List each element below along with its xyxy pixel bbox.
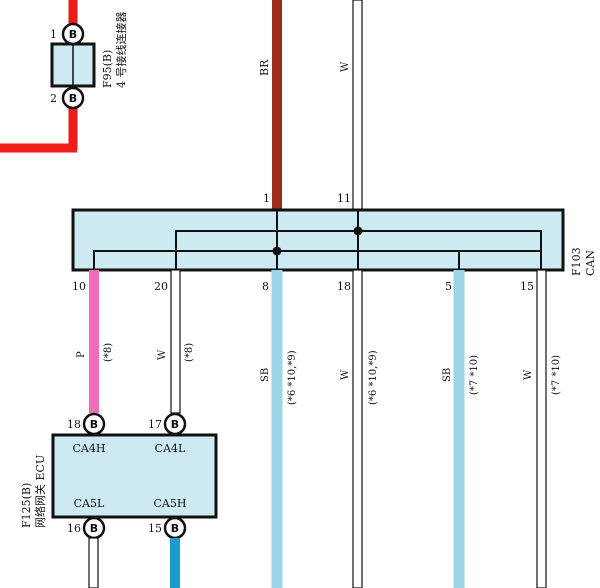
wire-sb5-note: (*7 *10) (469, 355, 480, 395)
f125-pin17-badge (163, 412, 187, 436)
f125-terminal-ca5l: CA5L (74, 497, 105, 510)
wire-w-18: W (*6 *10,*9) (340, 269, 379, 588)
f125-pin-15: 15 (148, 522, 162, 535)
f125-pin18-badge (82, 412, 106, 436)
wire-sb-8: SB (*6 *10,*9) (260, 270, 298, 588)
f125-pin16-badge-text: B (90, 522, 98, 535)
f103-pin-10: 10 (72, 280, 86, 293)
wire-w20-note: (*8) (184, 343, 195, 362)
f125-pin-18: 18 (67, 418, 81, 431)
f95-name-label: 4 号接线连接器 (114, 12, 128, 89)
f95-pin2-badge-text: B (69, 92, 77, 105)
f95-pin2-badge (61, 86, 85, 110)
wire-w15-color-code: W (523, 369, 534, 380)
f125-terminal-ca4l: CA4L (155, 442, 186, 455)
wire-sb8-note: (*6 *10,*9) (287, 350, 298, 405)
f103-pin-18: 18 (337, 280, 351, 293)
f125-terminal-ca5h: CA5H (154, 497, 187, 510)
f103-id-label: F103 (570, 247, 583, 276)
f95-pin2-number: 2 (50, 92, 57, 105)
wire-w15-note: (*7 *10) (551, 355, 562, 395)
f95-pin1-number: 1 (50, 28, 57, 41)
f103-body (71, 208, 565, 272)
f103-pin-1: 1 (263, 192, 270, 205)
wire-p-10: P (*8) (76, 270, 114, 413)
wire-br-top: BR (258, 0, 282, 210)
f103-pin-8: 8 (262, 280, 269, 293)
wire-w-15: W (*7 *10) (523, 269, 562, 588)
wire-sb5-color-code: SB (442, 368, 453, 382)
wire-w20-color-code: W (157, 349, 168, 360)
wire-sb8-color-code: SB (260, 368, 271, 382)
f103-pin-11: 11 (337, 192, 351, 205)
f103-name-label: CAN (584, 250, 597, 276)
wire-w-top-color-code: W (340, 61, 351, 72)
f103-pin-15: 15 (520, 280, 534, 293)
f125-pin18-badge-text: B (90, 418, 98, 431)
f125-body (51, 433, 218, 519)
f125-terminal-ca4h: CA4H (73, 442, 106, 455)
wire-br-color-code: BR (258, 59, 271, 76)
f125-id-label: F125(B) (20, 483, 33, 528)
f125-pin-17: 17 (148, 418, 162, 431)
wire-p-color-code: P (76, 351, 87, 358)
red-power-wire (0, 0, 78, 153)
f103-splice-dot-1 (272, 246, 282, 256)
wire-w18-color-code: W (340, 369, 351, 380)
f95-pin1-badge (61, 22, 85, 46)
f125-pin15-badge-text: B (171, 522, 179, 535)
f103-splice-dot-2 (353, 226, 363, 236)
wire-w18-note: (*6 *10,*9) (368, 350, 379, 405)
f103-pin-20: 20 (154, 280, 168, 293)
f125-pin-16: 16 (67, 522, 81, 535)
wire-below-pin16 (88, 537, 99, 588)
f125-ecu: B B B B 18 17 16 15 CA4H CA4L CA5L CA5H … (20, 412, 218, 540)
f103-connector: F103 CAN (71, 208, 597, 276)
f95-pin1-badge-text: B (69, 28, 77, 41)
f125-name-label: 网络网关 ECU (33, 455, 47, 528)
f95-connector: B B 1 2 F95(B) 4 号接线连接器 (50, 12, 128, 110)
wire-sb-5: SB (*7 *10) (442, 270, 480, 588)
wire-w-top: W (340, 0, 363, 211)
wire-p-note: (*8) (103, 343, 114, 362)
f125-pin17-badge-text: B (171, 418, 179, 431)
f103-pin-5: 5 (445, 280, 452, 293)
f95-id-label: F95(B) (101, 50, 114, 88)
